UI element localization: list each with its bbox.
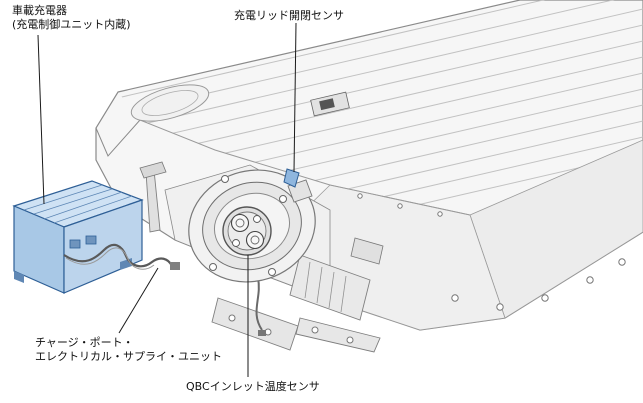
port-mount-bracket (211, 297, 299, 351)
onboard-charger-highlight (12, 161, 180, 294)
lower-bracket (295, 317, 381, 353)
label-charge-port-unit: チャージ・ポート・ エレクトリカル・サプライ・ユニット (35, 336, 222, 365)
label-charge-port-unit-line1: チャージ・ポート・ (35, 336, 134, 349)
cover-seam-line (139, 119, 471, 216)
charger-cable (63, 243, 173, 268)
charger-rib-lines (23, 184, 133, 224)
port-rim-bolts (209, 175, 287, 276)
label-lid-sensor: 充電リッド開閉センサ (234, 9, 344, 23)
leader-lid-sensor (293, 22, 297, 173)
label-qbc-sensor: QBCインレット温度センサ (186, 380, 320, 394)
cover-bracket-detail (310, 91, 350, 117)
leader-charge-port-unit (118, 267, 159, 334)
charge-port-assembly (188, 169, 316, 283)
connector-pins (230, 213, 265, 250)
cover-left-step (95, 119, 141, 157)
label-lid-sensor-text: 充電リッド開閉センサ (234, 9, 344, 22)
label-qbc-sensor-text: QBCインレット温度センサ (186, 380, 320, 393)
port-cable (255, 277, 263, 331)
label-onboard-charger-line2: (充電制御ユニット内蔵) (12, 18, 131, 32)
cover-dome-detail (130, 84, 210, 122)
lid-sensor-highlight (283, 168, 300, 188)
mounting-bolts (357, 193, 626, 311)
label-onboard-charger-line1: 車載充電器 (12, 4, 67, 17)
label-charge-port-unit-line2: エレクトリカル・サプライ・ユニット (35, 350, 222, 364)
label-onboard-charger: 車載充電器 (充電制御ユニット内蔵) (12, 4, 131, 33)
leader-onboard-charger (37, 34, 45, 205)
